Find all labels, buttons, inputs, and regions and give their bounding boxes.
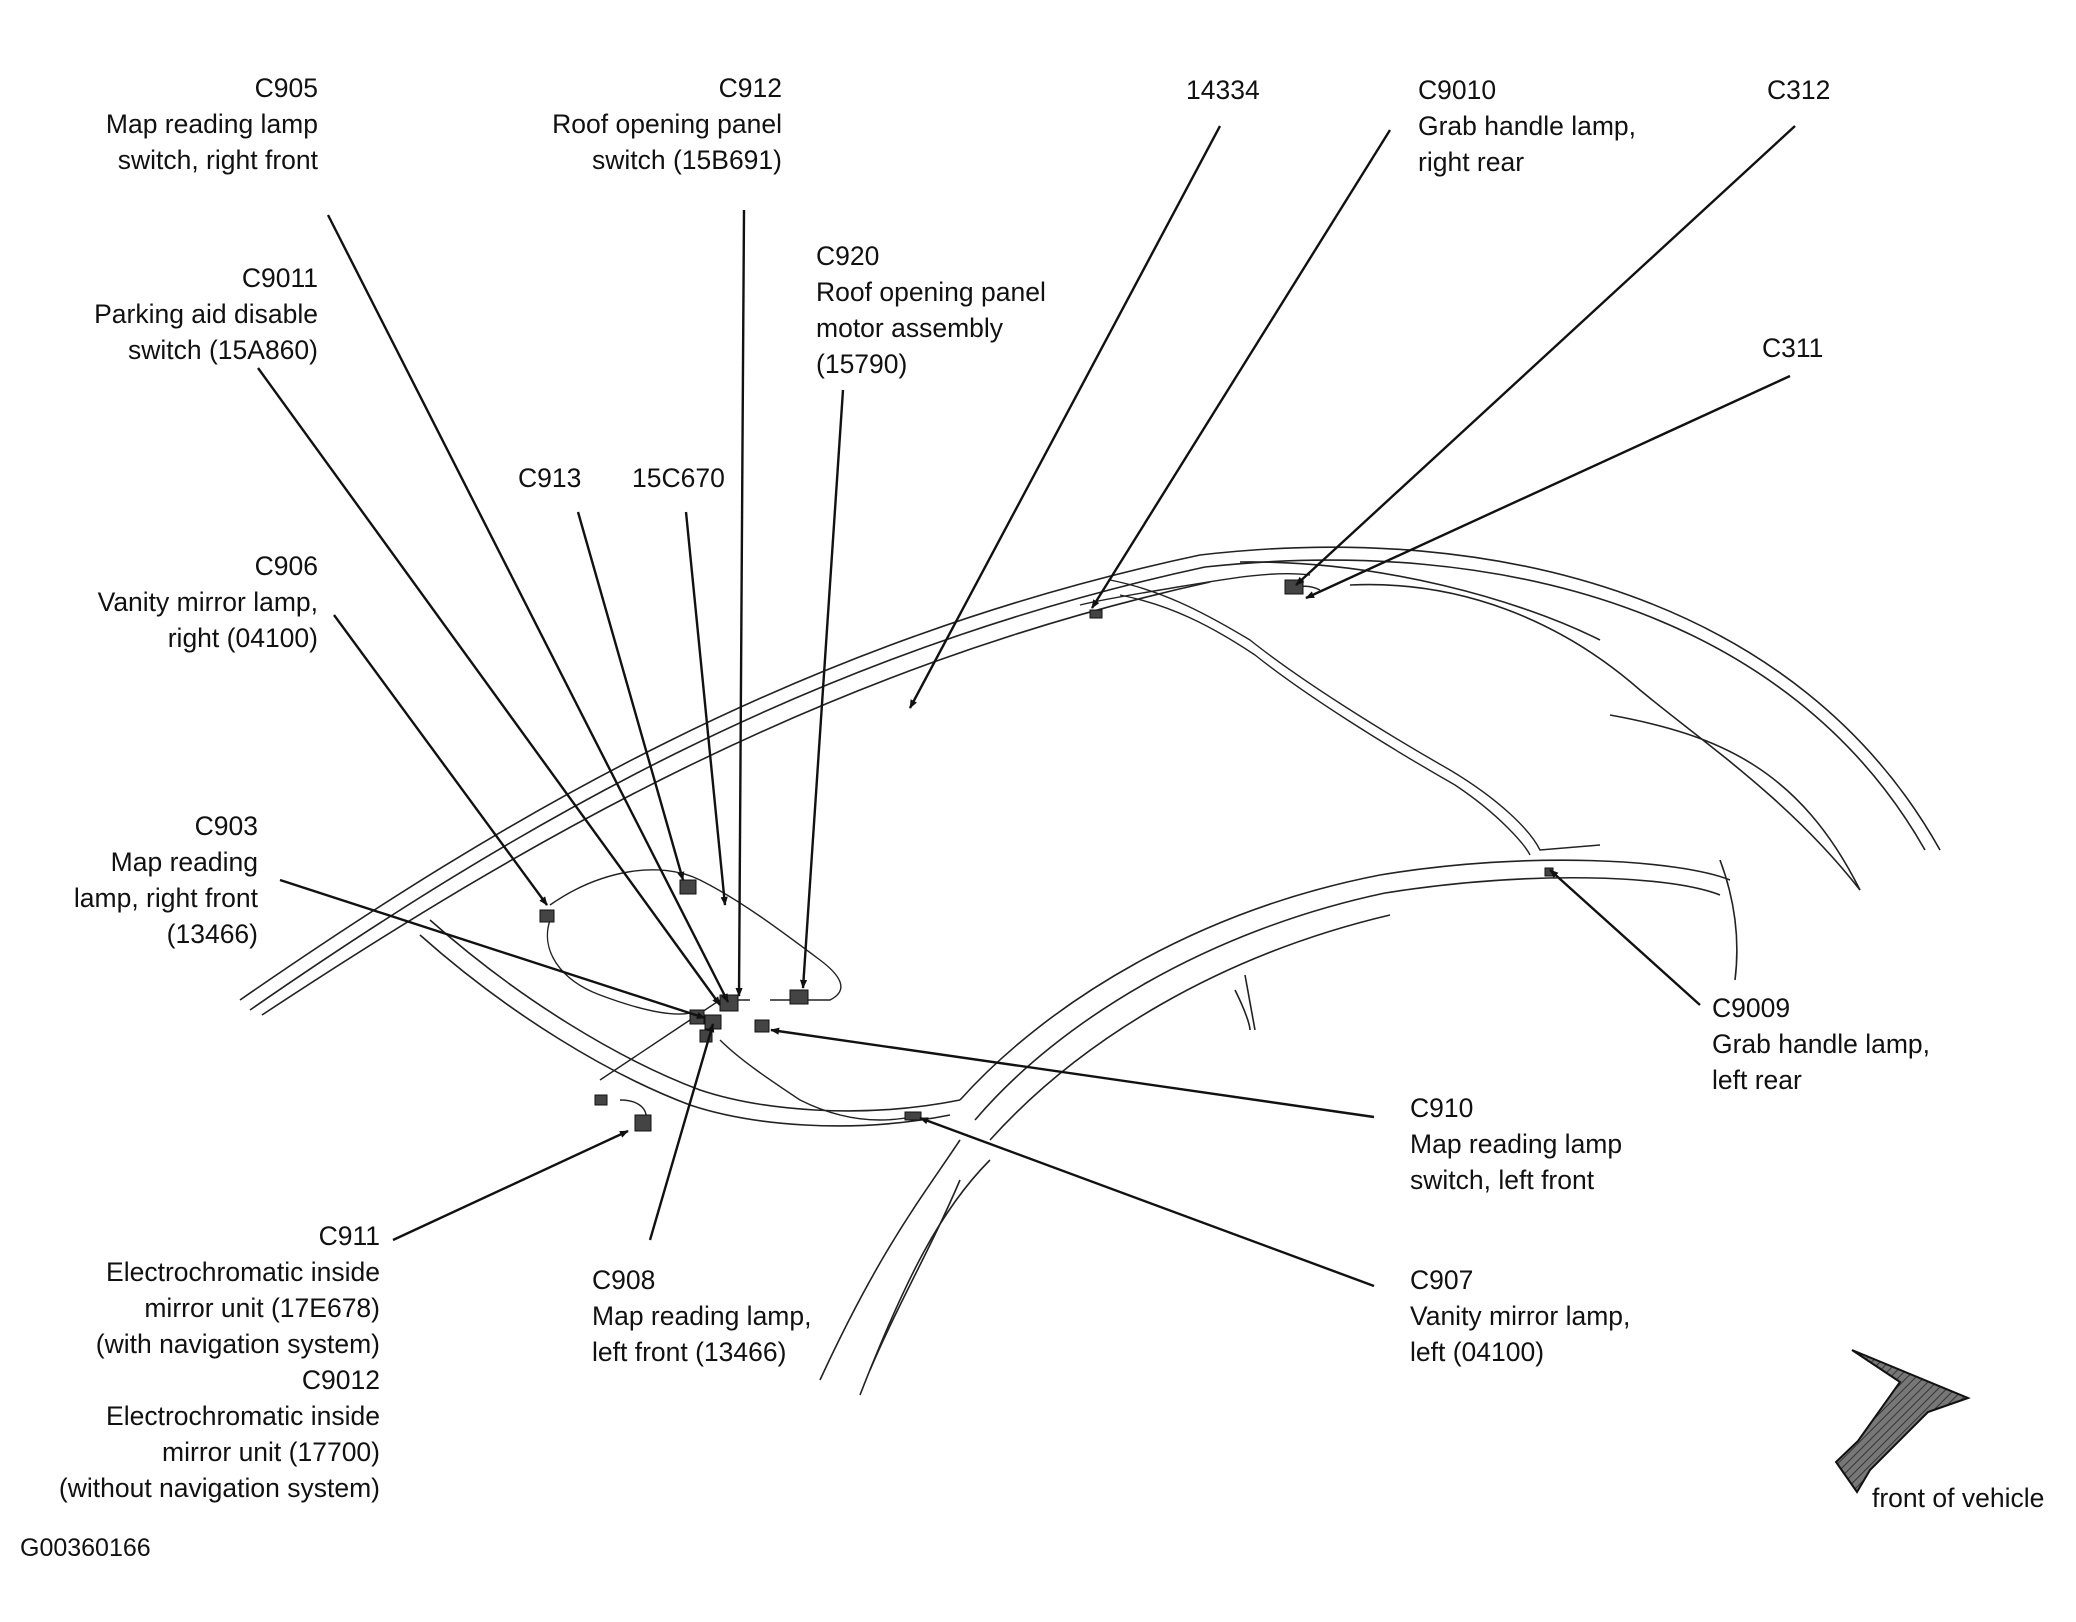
connector-id: C9010 xyxy=(1418,75,1497,105)
connector-desc-line: Vanity mirror lamp, xyxy=(97,587,318,617)
connector-desc-line: Electrochromatic inside xyxy=(106,1401,380,1431)
connector-desc-line: mirror unit (17E678) xyxy=(144,1293,380,1323)
leader-c9009 xyxy=(1549,869,1701,1006)
connector-id: C905 xyxy=(254,73,318,103)
connector-desc-line: Grab handle lamp, xyxy=(1712,1029,1931,1059)
leader-c920 xyxy=(799,389,845,989)
callout-c311: C311 xyxy=(1762,330,1823,366)
callout-c910: C910 Map reading lamp switch, left front xyxy=(1410,1090,1622,1198)
roof-outline xyxy=(239,546,1941,1396)
connectors xyxy=(539,579,1554,1132)
connector-desc-line: Vanity mirror lamp, xyxy=(1410,1301,1631,1331)
connector-id: C9011 xyxy=(241,263,318,293)
connector-desc-line: (with navigation system) xyxy=(95,1329,380,1359)
leader-c903 xyxy=(279,878,706,1020)
connector-desc-line: motor assembly xyxy=(816,313,1004,343)
leader-c906 xyxy=(333,614,548,906)
connector-id: C911 xyxy=(318,1221,380,1251)
callout-c903: C903 Map reading lamp, right front (1346… xyxy=(40,808,258,952)
connector-id: C913 xyxy=(518,463,582,493)
connector-desc-line: Map reading lamp xyxy=(1410,1129,1623,1159)
connector-id: C906 xyxy=(254,551,318,581)
leader-c913 xyxy=(576,511,685,881)
connector-desc-line: Map reading lamp xyxy=(105,109,318,139)
callout-c9011: C9011 Parking aid disable switch (15A860… xyxy=(60,260,318,368)
connector-desc-line: left (04100) xyxy=(1410,1337,1545,1367)
connector-desc-line: lamp, right front xyxy=(73,883,258,913)
connector-desc-line: switch, left front xyxy=(1410,1165,1595,1195)
callout-c907: C907 Vanity mirror lamp, left (04100) xyxy=(1410,1262,1630,1370)
connector-desc-line: switch (15B691) xyxy=(591,145,782,175)
connector-desc-line: left rear xyxy=(1712,1065,1802,1095)
callout-c9009: C9009 Grab handle lamp, left rear xyxy=(1712,990,1930,1098)
leader-c311 xyxy=(1305,374,1791,600)
part-number: 15C670 xyxy=(632,463,725,493)
connector-desc-line: right rear xyxy=(1418,147,1525,177)
leader-c905 xyxy=(326,214,730,1003)
connector-desc-line: mirror unit (17700) xyxy=(162,1437,380,1467)
leader-c312 xyxy=(1295,125,1796,586)
connector-id: C311 xyxy=(1762,333,1824,363)
connector-desc-line: right (04100) xyxy=(167,623,318,653)
leader-c908 xyxy=(648,1023,715,1241)
connector-id: C920 xyxy=(816,241,880,271)
connector-id: C912 xyxy=(718,73,782,103)
connector-desc-line: (without navigation system) xyxy=(58,1473,380,1503)
connector-desc-line: (15790) xyxy=(816,349,908,379)
connector-id: C903 xyxy=(194,811,258,841)
leader-lines xyxy=(257,125,1796,1288)
connector-id: C907 xyxy=(1410,1265,1474,1295)
connector-desc-line: Map reading lamp, xyxy=(592,1301,812,1331)
connector-desc-line: Parking aid disable xyxy=(94,299,318,329)
part-number: 14334 xyxy=(1186,75,1260,105)
front-of-vehicle-label: front of vehicle xyxy=(1872,1483,2045,1513)
figure-id: G00360166 xyxy=(20,1534,151,1562)
callout-c908: C908 Map reading lamp, left front (13466… xyxy=(592,1262,811,1370)
connector-id: C9012 xyxy=(301,1365,380,1395)
callout-c913: C913 xyxy=(518,460,581,496)
connector-desc-line: Roof opening panel xyxy=(816,277,1046,307)
callout-c906: C906 Vanity mirror lamp, right (04100) xyxy=(60,548,318,656)
connector-desc-line: switch (15A860) xyxy=(127,335,318,365)
connector-desc-line: (13466) xyxy=(166,919,258,949)
leader-c910 xyxy=(770,1027,1375,1119)
connector-desc-line: left front (13466) xyxy=(592,1337,787,1367)
connector-id: C910 xyxy=(1410,1093,1474,1123)
wiring-harness xyxy=(546,573,1601,1126)
callout-c912: C912 Roof opening panel switch (15B691) xyxy=(520,70,782,178)
connector-desc-line: switch, right front xyxy=(117,145,318,175)
leader-c9010 xyxy=(1090,129,1392,609)
connector-desc-line: Roof opening panel xyxy=(552,109,782,139)
leader-c911 xyxy=(392,1129,629,1242)
callout-c905: C905 Map reading lamp switch, right fron… xyxy=(60,70,318,178)
connector-desc-line: Electrochromatic inside xyxy=(106,1257,380,1287)
callout-c9010: C9010 Grab handle lamp, right rear xyxy=(1418,72,1636,180)
connector-id: C312 xyxy=(1767,75,1831,105)
connector-id: C908 xyxy=(592,1265,656,1295)
connector-desc-line: Grab handle lamp, xyxy=(1418,111,1637,141)
front-direction-arrow xyxy=(1834,1349,1971,1494)
leader-c912 xyxy=(735,209,746,997)
callout-15c670: 15C670 xyxy=(632,460,725,496)
leader-15c670 xyxy=(684,511,728,906)
callout-c312: C312 xyxy=(1767,72,1830,108)
connector-desc-line: Map reading xyxy=(110,847,258,877)
callout-14334: 14334 xyxy=(1186,72,1260,108)
callout-c920: C920 Roof opening panel motor assembly (… xyxy=(816,238,1046,382)
leader-14334 xyxy=(908,125,1222,709)
leader-c907 xyxy=(919,1116,1375,1288)
leader-c9011 xyxy=(257,367,721,1006)
callout-c911: C911 Electrochromatic inside mirror unit… xyxy=(40,1218,380,1506)
connector-id: C9009 xyxy=(1712,993,1791,1023)
